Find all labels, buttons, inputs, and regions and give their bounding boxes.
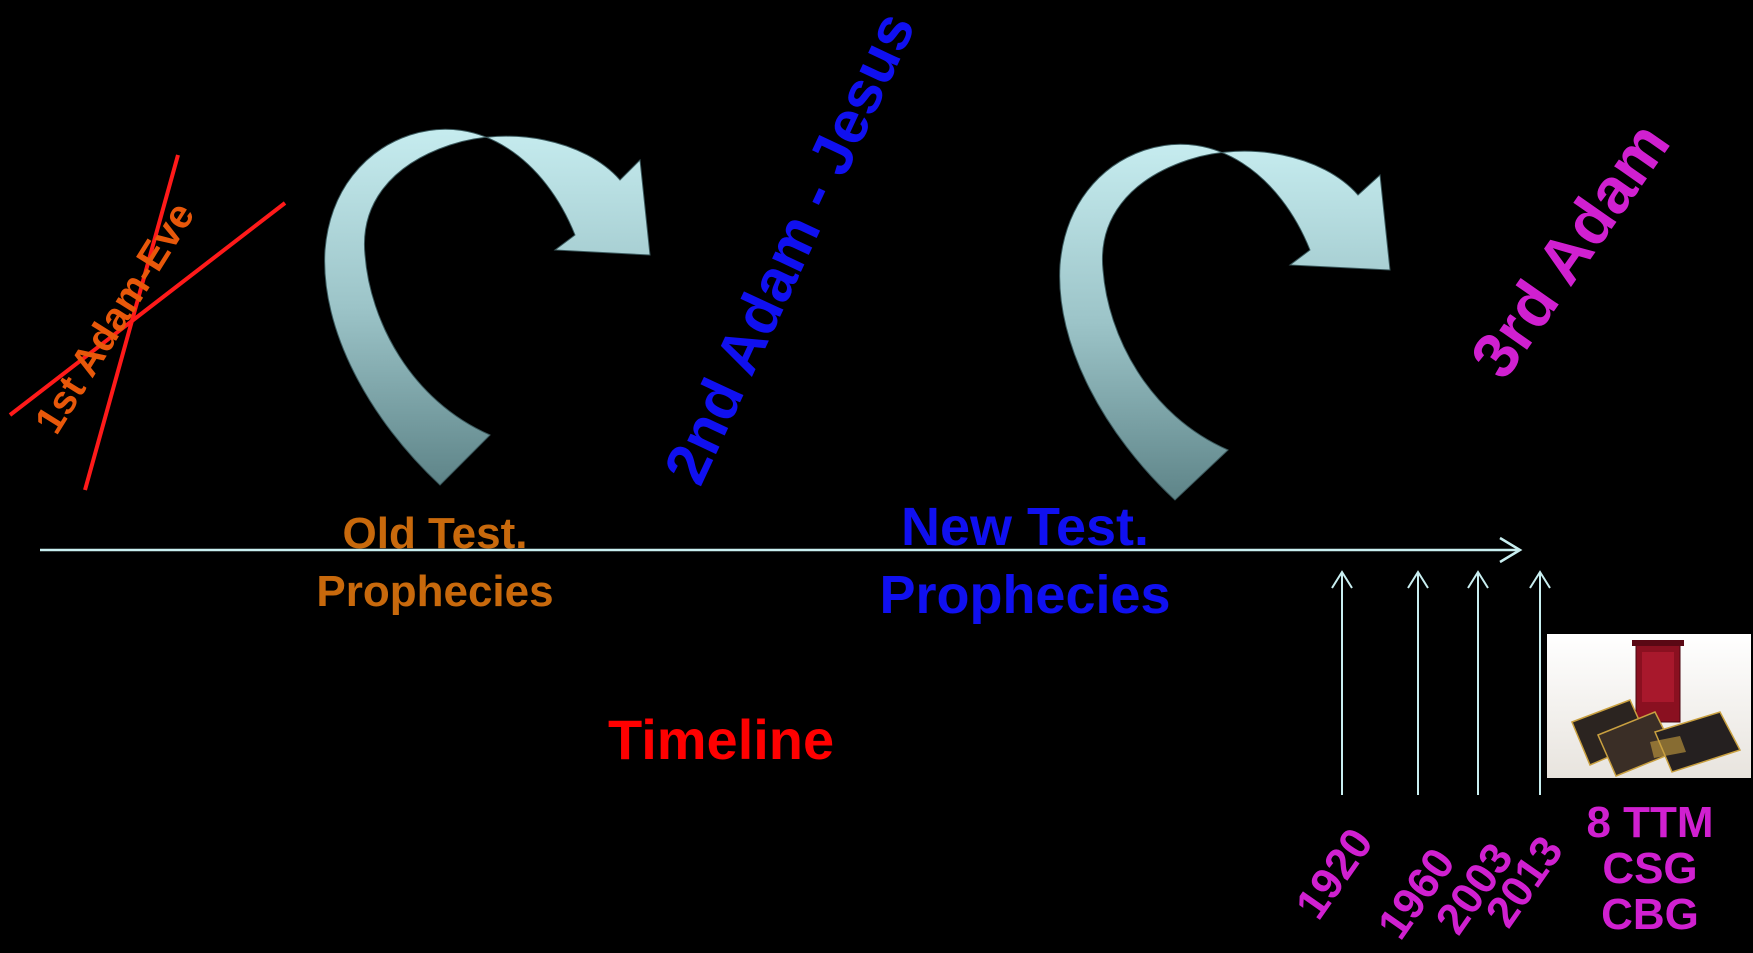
old-test-line-2: Prophecies	[316, 567, 554, 616]
year-tick-1920	[1331, 570, 1353, 795]
year-tick-2013	[1529, 570, 1551, 795]
books-caption-line-3: CBG	[1601, 890, 1699, 940]
timeline-title: Timeline	[608, 708, 835, 771]
books-caption-line-2: CSG	[1602, 844, 1698, 894]
new-test-line-2: Prophecies	[879, 565, 1171, 625]
books-caption-line-1: 8 TTM	[1586, 798, 1714, 847]
year-tick-2003	[1467, 570, 1489, 795]
year-tick-1960	[1407, 570, 1429, 795]
new-test-label: New Test. Prophecies	[845, 500, 1205, 622]
strike-line-1	[8, 201, 287, 417]
books-photo	[1547, 634, 1751, 778]
strike-line-2	[83, 154, 180, 491]
books-caption: 8 TTM CSG CBG	[1560, 798, 1740, 940]
new-test-line-1: New Test.	[900, 497, 1150, 557]
old-test-label: Old Test. Prophecies	[285, 512, 585, 614]
curved-arrow-icon	[1059, 143, 1391, 501]
curved-arrow-icon	[324, 128, 651, 486]
timeline-arrowhead	[1499, 536, 1523, 564]
old-test-line-1: Old Test.	[342, 509, 528, 558]
